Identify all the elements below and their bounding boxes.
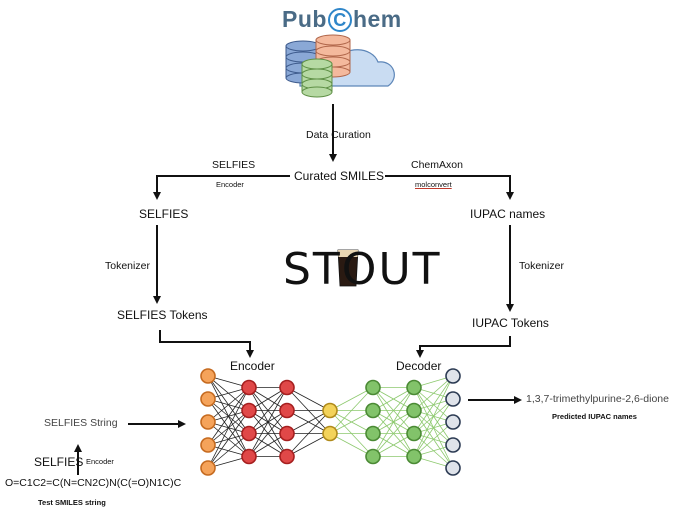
label-chemaxon-title: ChemAxon bbox=[411, 159, 463, 171]
predicted-iupac-name: 1,3,7-trimethylpurine-2,6-dione bbox=[526, 393, 669, 405]
label-test-smiles: Test SMILES string bbox=[38, 498, 106, 507]
label-iupac-tokens: IUPAC Tokens bbox=[472, 316, 549, 330]
arrow-to-iupac bbox=[385, 175, 514, 200]
network-node bbox=[241, 379, 257, 396]
network-node bbox=[279, 379, 295, 396]
network-node bbox=[445, 368, 461, 384]
test-smiles-string: O=C1C2=C(N=CN2C)N(C(=O)N1C)C bbox=[5, 477, 182, 489]
network-node bbox=[365, 448, 381, 465]
network-node bbox=[406, 379, 422, 396]
network-node bbox=[241, 425, 257, 442]
network-link bbox=[372, 387, 415, 411]
network-node bbox=[365, 402, 381, 419]
arrow-to-encoder bbox=[159, 330, 254, 358]
network-link bbox=[329, 433, 374, 457]
label-selfies-encoder-sub: Encoder bbox=[216, 180, 244, 189]
network-node bbox=[200, 414, 216, 430]
label-curated-smiles: Curated SMILES bbox=[294, 169, 385, 183]
network-node bbox=[200, 368, 216, 384]
network-link bbox=[248, 387, 288, 434]
label-iupac-names: IUPAC names bbox=[470, 207, 546, 221]
label-selfies: SELFIES bbox=[139, 207, 189, 221]
network-link bbox=[207, 387, 250, 446]
network-nodes bbox=[200, 368, 461, 476]
network-node bbox=[365, 379, 381, 396]
network-link bbox=[286, 433, 331, 457]
network-link bbox=[207, 410, 250, 469]
network-node bbox=[279, 402, 295, 419]
network-link bbox=[286, 410, 331, 457]
flow-connectors bbox=[74, 104, 522, 475]
network-node bbox=[445, 414, 461, 430]
database-cloud-icon bbox=[285, 34, 395, 98]
label-selfies-tokens: SELFIES Tokens bbox=[117, 308, 208, 322]
label-tokenizer-right: Tokenizer bbox=[519, 260, 564, 272]
label-predicted-iupac: Predicted IUPAC names bbox=[552, 412, 637, 421]
network-node bbox=[241, 448, 257, 465]
network-node bbox=[279, 448, 295, 465]
network-link bbox=[372, 387, 415, 457]
network-link bbox=[207, 433, 250, 469]
network-link bbox=[372, 410, 415, 457]
network-link bbox=[207, 387, 250, 469]
network-node bbox=[365, 425, 381, 442]
network-link bbox=[413, 375, 454, 411]
network-link bbox=[413, 375, 454, 434]
network-node bbox=[200, 437, 216, 453]
network-link bbox=[207, 387, 250, 423]
network-node bbox=[445, 460, 461, 476]
label-tokenizer-left: Tokenizer bbox=[105, 260, 150, 272]
arrow-to-selfies bbox=[153, 175, 290, 200]
label-encoder: Encoder bbox=[230, 359, 275, 373]
network-link bbox=[372, 433, 415, 457]
beer-glass-icon bbox=[337, 249, 359, 287]
network-node bbox=[406, 425, 422, 442]
network-link bbox=[329, 387, 374, 434]
network-node bbox=[322, 402, 338, 419]
label-data-curation: Data Curation bbox=[306, 129, 371, 141]
network-link bbox=[248, 410, 288, 457]
network-link bbox=[286, 410, 331, 434]
stout-logo: STOUT bbox=[283, 244, 442, 295]
network-link bbox=[372, 387, 415, 434]
network-link bbox=[286, 387, 331, 411]
arrow-to-decoder bbox=[416, 336, 511, 358]
network-link bbox=[413, 375, 454, 457]
network-node bbox=[241, 402, 257, 419]
network-node bbox=[200, 391, 216, 407]
network-node bbox=[279, 425, 295, 442]
label-chemaxon-sub: molconvert bbox=[415, 180, 452, 189]
network-node bbox=[406, 402, 422, 419]
network-node bbox=[445, 437, 461, 453]
label-encoder-small: Encoder bbox=[86, 457, 114, 466]
network-node bbox=[445, 391, 461, 407]
network-link bbox=[329, 410, 374, 434]
label-selfies-string: SELFIES String bbox=[44, 417, 118, 429]
label-selfies-small: SELFIES bbox=[34, 455, 84, 469]
label-decoder: Decoder bbox=[396, 359, 442, 373]
network-node bbox=[200, 460, 216, 476]
network-link bbox=[413, 398, 454, 457]
network-node bbox=[322, 425, 338, 442]
network-link bbox=[413, 421, 454, 457]
label-selfies-encoder-title: SELFIES bbox=[212, 159, 256, 171]
network-node bbox=[406, 448, 422, 465]
network-link bbox=[329, 387, 374, 411]
network-link bbox=[248, 387, 288, 457]
